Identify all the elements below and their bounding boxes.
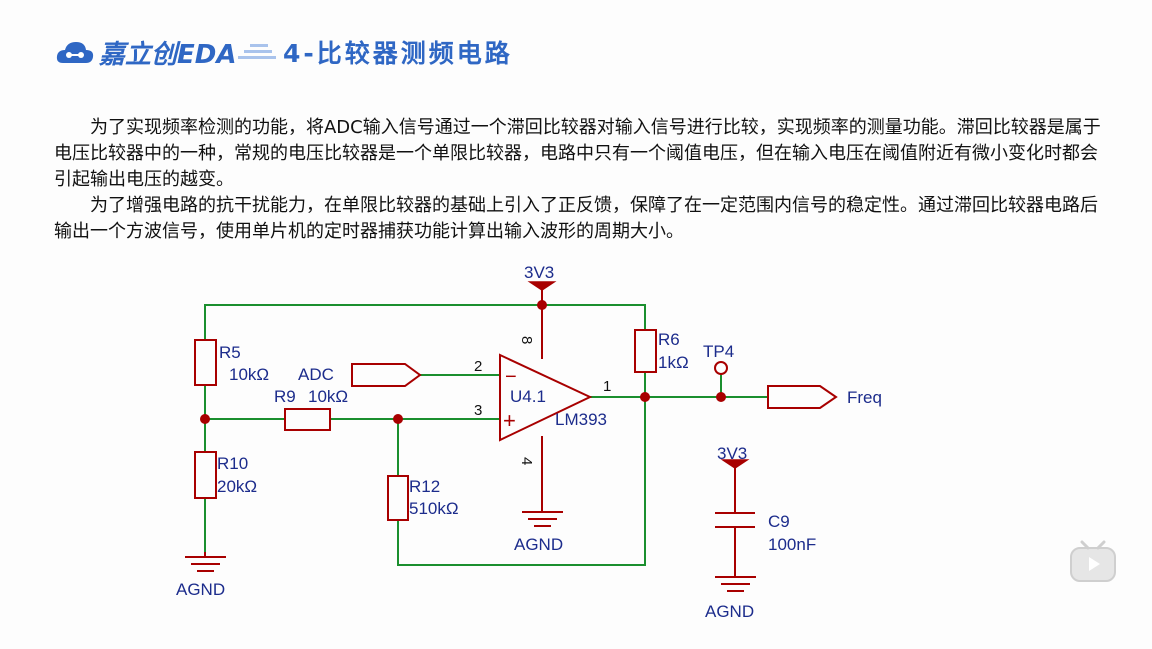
adc-label: ADC (298, 365, 334, 384)
gnd-label-opamp: AGND (514, 535, 563, 554)
junctions (200, 300, 726, 424)
pin-4: 4 (518, 457, 535, 465)
r9-value: 10kΩ (308, 387, 348, 406)
r12-name: R12 (409, 477, 440, 496)
gnd-label-left: AGND (176, 580, 225, 599)
opamp-u4 (499, 353, 593, 442)
power-arrow-c9 (720, 459, 750, 469)
resistor-r5 (194, 339, 217, 386)
opamp-minus-sign: − (505, 366, 517, 388)
freq-port (767, 385, 838, 409)
c9-name: C9 (768, 512, 790, 531)
wires (204, 304, 769, 566)
resistor-r10 (194, 451, 217, 499)
header-decoration (238, 44, 276, 66)
capacitor-c9 (715, 512, 755, 528)
resistor-r6 (634, 329, 657, 373)
r10-value: 20kΩ (217, 477, 257, 496)
tp4-label: TP4 (703, 342, 734, 361)
pin-8: 8 (518, 336, 535, 344)
resistor-r9 (284, 408, 331, 431)
page-title: 4-比较器测频电路 (283, 39, 513, 68)
power-arrow-top (527, 281, 557, 291)
pin-2: 2 (474, 358, 482, 375)
adc-port (351, 363, 422, 387)
r5-value: 10kΩ (229, 365, 269, 384)
paragraph-1: 为了实现频率检测的功能，将ADC输入信号通过一个滞回比较器对输入信号进行比较，实… (54, 117, 1101, 190)
video-watermark-icon (1070, 540, 1116, 582)
r6-value: 1kΩ (658, 353, 689, 372)
r6-name: R6 (658, 330, 680, 349)
pin-1: 1 (603, 378, 611, 395)
gnd-label-c9: AGND (705, 602, 754, 621)
pin-3: 3 (474, 402, 482, 419)
r5-name: R5 (219, 343, 241, 362)
logo-text: 嘉立创EDA (99, 39, 237, 70)
opamp-plus-sign: + (503, 408, 516, 433)
r10-name: R10 (217, 454, 248, 473)
power-lines (541, 287, 736, 578)
ground-symbol-opamp (522, 511, 563, 527)
r9-name: R9 (274, 387, 296, 406)
testpoint-tp4 (714, 361, 728, 375)
r12-value: 510kΩ (409, 499, 459, 518)
c9-power-label: 3V3 (717, 444, 747, 463)
power-label-top: 3V3 (524, 263, 554, 282)
ground-symbol-c9 (715, 576, 756, 592)
logo: 嘉立创EDA (55, 32, 236, 72)
slide-header: 嘉立创EDA 4-比较器测频电路 (0, 0, 1152, 92)
c9-value: 100nF (768, 535, 816, 554)
cloud-logo-icon (56, 42, 94, 63)
ground-symbol-left (185, 552, 226, 572)
paragraph-2: 为了增强电路的抗干扰能力，在单限比较器的基础上引入了正反馈，保障了在一定范围内信… (54, 195, 1098, 242)
opamp-name: U4.1 (510, 387, 546, 406)
freq-label: Freq (847, 388, 882, 407)
opamp-part: LM393 (555, 410, 607, 429)
resistor-r12 (387, 475, 409, 521)
